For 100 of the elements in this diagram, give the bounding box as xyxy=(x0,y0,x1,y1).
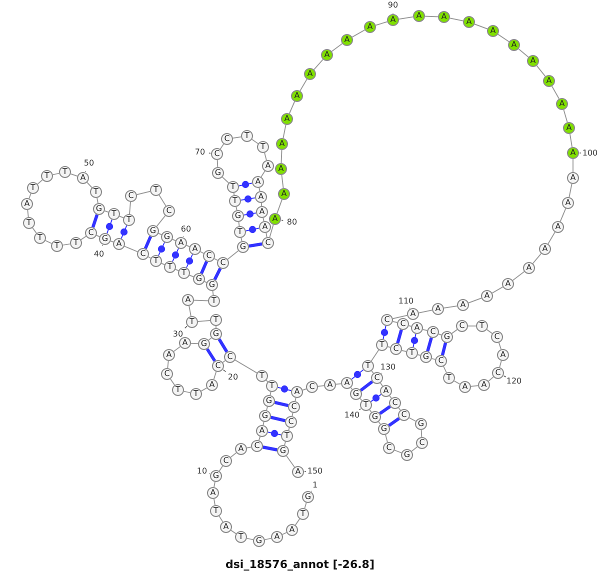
nucleotide-circle: G xyxy=(147,225,159,237)
nucleotide-circle: C xyxy=(427,326,439,338)
backbone-line xyxy=(411,446,418,452)
nucleotide-circle: T xyxy=(210,505,222,517)
backbone-line xyxy=(264,152,267,161)
nucleotide-circle: C xyxy=(211,148,223,160)
nucleotide-circle: A xyxy=(407,308,419,320)
nucleotide-circle: T xyxy=(190,388,202,400)
nucleotide-circle: G xyxy=(401,449,413,461)
backbone-line xyxy=(449,18,464,22)
position-number: 70 xyxy=(194,148,206,156)
backbone-line xyxy=(451,329,458,334)
nucleotide-circle: T xyxy=(34,232,46,244)
backbone-line xyxy=(375,21,388,26)
backbone-line xyxy=(80,236,86,240)
nucleotide-circle: C xyxy=(416,437,428,449)
nucleotide-circle: T xyxy=(172,384,184,396)
backbone-line xyxy=(240,237,242,242)
nucleotide-circle: T xyxy=(281,430,293,442)
nucleotide-circle: A xyxy=(275,163,287,175)
nucleotide-circle: A xyxy=(432,303,444,315)
nucleotide-circle: G xyxy=(93,203,105,215)
position-number: 130 xyxy=(380,362,396,372)
nucleotide-circle: C xyxy=(491,331,503,343)
backbone-line xyxy=(392,314,408,320)
base-pair-line xyxy=(426,337,433,352)
nucleotide-circle: A xyxy=(276,138,288,150)
backbone-line xyxy=(270,391,272,396)
nucleotide-circle: G xyxy=(206,279,218,291)
nucleotide-circle: A xyxy=(567,147,579,159)
backbone-line xyxy=(300,78,308,92)
nucleotide-circle: C xyxy=(398,409,410,421)
nucleotide-circle: A xyxy=(163,349,175,361)
position-number: 150 xyxy=(307,466,323,476)
backbone-line xyxy=(230,452,237,458)
nucleotide-circle: T xyxy=(360,399,372,411)
base-pair-line xyxy=(172,248,179,262)
base-pair-line xyxy=(218,338,228,353)
base-pair-line xyxy=(243,212,257,216)
backbone-line xyxy=(394,450,402,454)
base-pair-line xyxy=(120,225,128,239)
nucleotide-circle: A xyxy=(497,349,509,361)
nucleotide-circle: G xyxy=(237,241,249,253)
backbone-line xyxy=(213,498,216,506)
backbone-line xyxy=(331,43,343,52)
position-number: 30 xyxy=(172,330,184,338)
nucleotide-circle: A xyxy=(262,160,274,172)
backbone-line xyxy=(220,144,224,150)
base-pair-line xyxy=(382,325,386,340)
nucleotide-circle: C xyxy=(381,314,393,326)
nucleotide-circle: A xyxy=(77,172,89,184)
nucleotide-circle: G xyxy=(441,331,453,343)
nucleotide-circle: T xyxy=(227,181,239,193)
position-number: 140 xyxy=(344,410,360,420)
nucleotide-circle: A xyxy=(387,14,399,26)
backbone-line xyxy=(258,187,260,192)
base-pair-line xyxy=(144,236,152,250)
backbone-line xyxy=(385,434,388,443)
nucleotide-circle: G xyxy=(415,418,427,430)
backbone-line xyxy=(536,65,546,77)
nucleotide-circle: A xyxy=(207,487,219,499)
nucleotide-circle: T xyxy=(235,531,247,543)
nucleotide-circle: A xyxy=(459,381,471,393)
backbone-line xyxy=(227,250,239,260)
base-pair-line xyxy=(262,446,278,452)
base-pair-line xyxy=(440,342,448,356)
backbone-line xyxy=(260,170,266,178)
backbone-line xyxy=(208,337,212,341)
backbone-line xyxy=(335,383,342,385)
nucleotide-circle: A xyxy=(21,198,33,210)
nucleotide-circle: T xyxy=(297,508,309,520)
base-pair-line xyxy=(412,333,416,348)
nucleotide-circle: G xyxy=(350,388,362,400)
nucleotide-circle: T xyxy=(164,261,176,273)
backbone-line xyxy=(280,150,282,164)
backbone-line xyxy=(52,172,60,176)
base-pair-line xyxy=(379,405,391,415)
position-number: 120 xyxy=(506,376,522,386)
nucleotide-circle: G xyxy=(198,338,210,350)
backbone-line xyxy=(167,360,169,369)
backbone-line xyxy=(370,350,380,362)
backbone-line xyxy=(304,502,307,509)
nucleotide-circle: A xyxy=(552,221,564,233)
backbone-line xyxy=(124,246,138,252)
nucleotide-circle: A xyxy=(341,377,353,389)
nucleotide-circle: C xyxy=(203,250,215,262)
backbone-line xyxy=(222,176,230,184)
nucleotide-circle: T xyxy=(123,214,135,226)
nucleotide-circle: T xyxy=(59,166,71,178)
nucleotide-circle: A xyxy=(304,68,316,80)
nucleotide-circle: A xyxy=(567,172,579,184)
nucleotide-circle: T xyxy=(178,267,190,279)
nucleotide-circle: A xyxy=(502,278,514,290)
nucleotide-circle: C xyxy=(390,343,402,355)
base-pair-line xyxy=(267,432,282,436)
nucleotide-circle: A xyxy=(508,39,520,51)
backbone-line xyxy=(498,342,502,350)
nucleotide-circle: T xyxy=(150,255,162,267)
nucleotide-circle: C xyxy=(161,368,173,380)
nucleotide-circle: G xyxy=(99,233,111,245)
